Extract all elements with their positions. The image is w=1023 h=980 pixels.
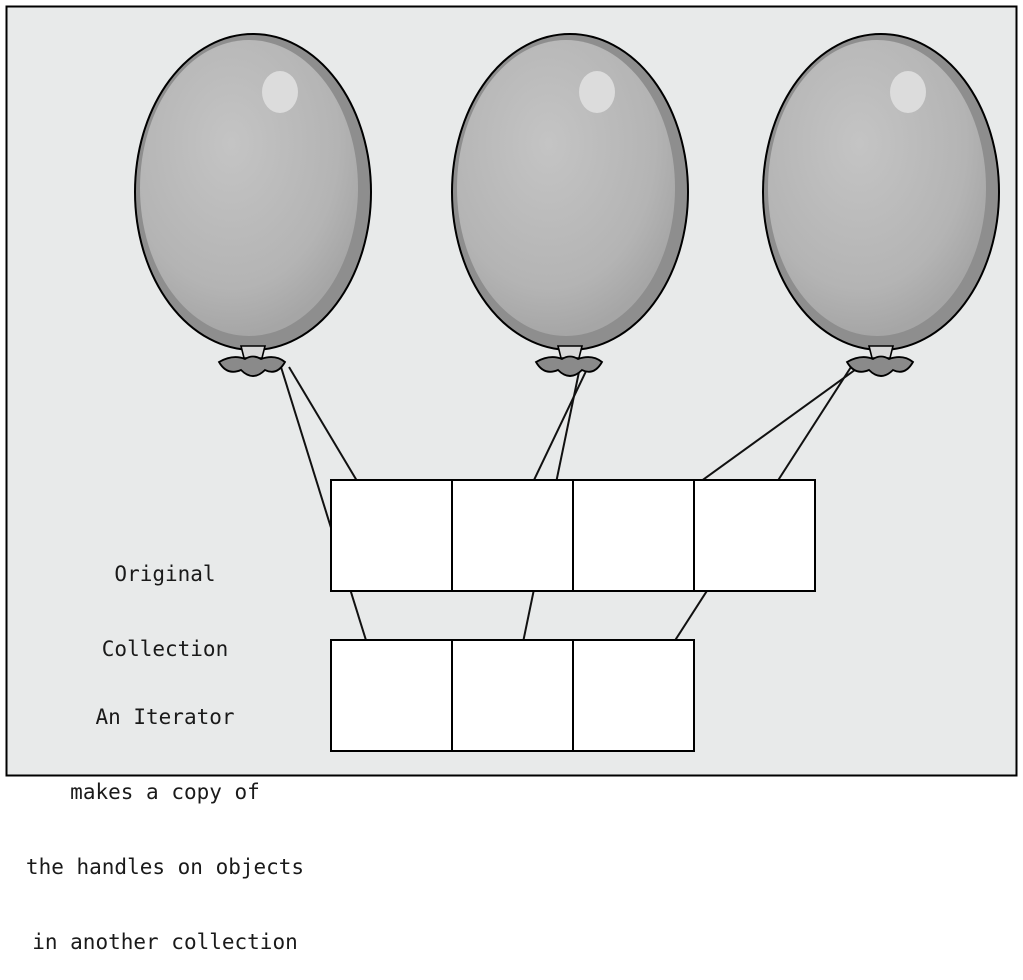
balloon-icon [762,33,1000,377]
iterator-collection-cell [572,639,695,752]
iterator-label-line: makes a copy of [70,780,260,804]
original-collection-label: Original Collection [60,512,270,687]
original-collection-cell [572,479,695,592]
balloon-highlight [890,71,926,113]
balloon-icon [451,33,689,377]
balloon-highlight [262,71,298,113]
balloon-handles-diagram [5,5,1018,777]
original-collection [330,479,816,592]
original-collection-cell [330,479,453,592]
original-collection-cell [693,479,816,592]
original-collection-label-line: Original [114,562,216,586]
balloon-icon [134,33,372,377]
iterator-collection-cell [451,639,574,752]
original-collection-label-line: Collection [101,637,229,661]
original-collection-cell [451,479,574,592]
balloon-highlight [579,71,615,113]
balloons [134,33,1000,377]
balloon-knot [534,355,604,377]
iterator-collection-cell [330,639,453,752]
iterator-label: An Iterator makes a copy of the handles … [10,655,320,980]
balloon-knot [845,355,915,377]
iterator-label-line: the handles on objects [25,855,305,879]
collections [330,479,816,752]
iterator-label-line: An Iterator [95,705,235,729]
balloon-knot [217,355,287,377]
iterator-collection [330,639,695,752]
iterator-label-line: in another collection [32,930,298,954]
